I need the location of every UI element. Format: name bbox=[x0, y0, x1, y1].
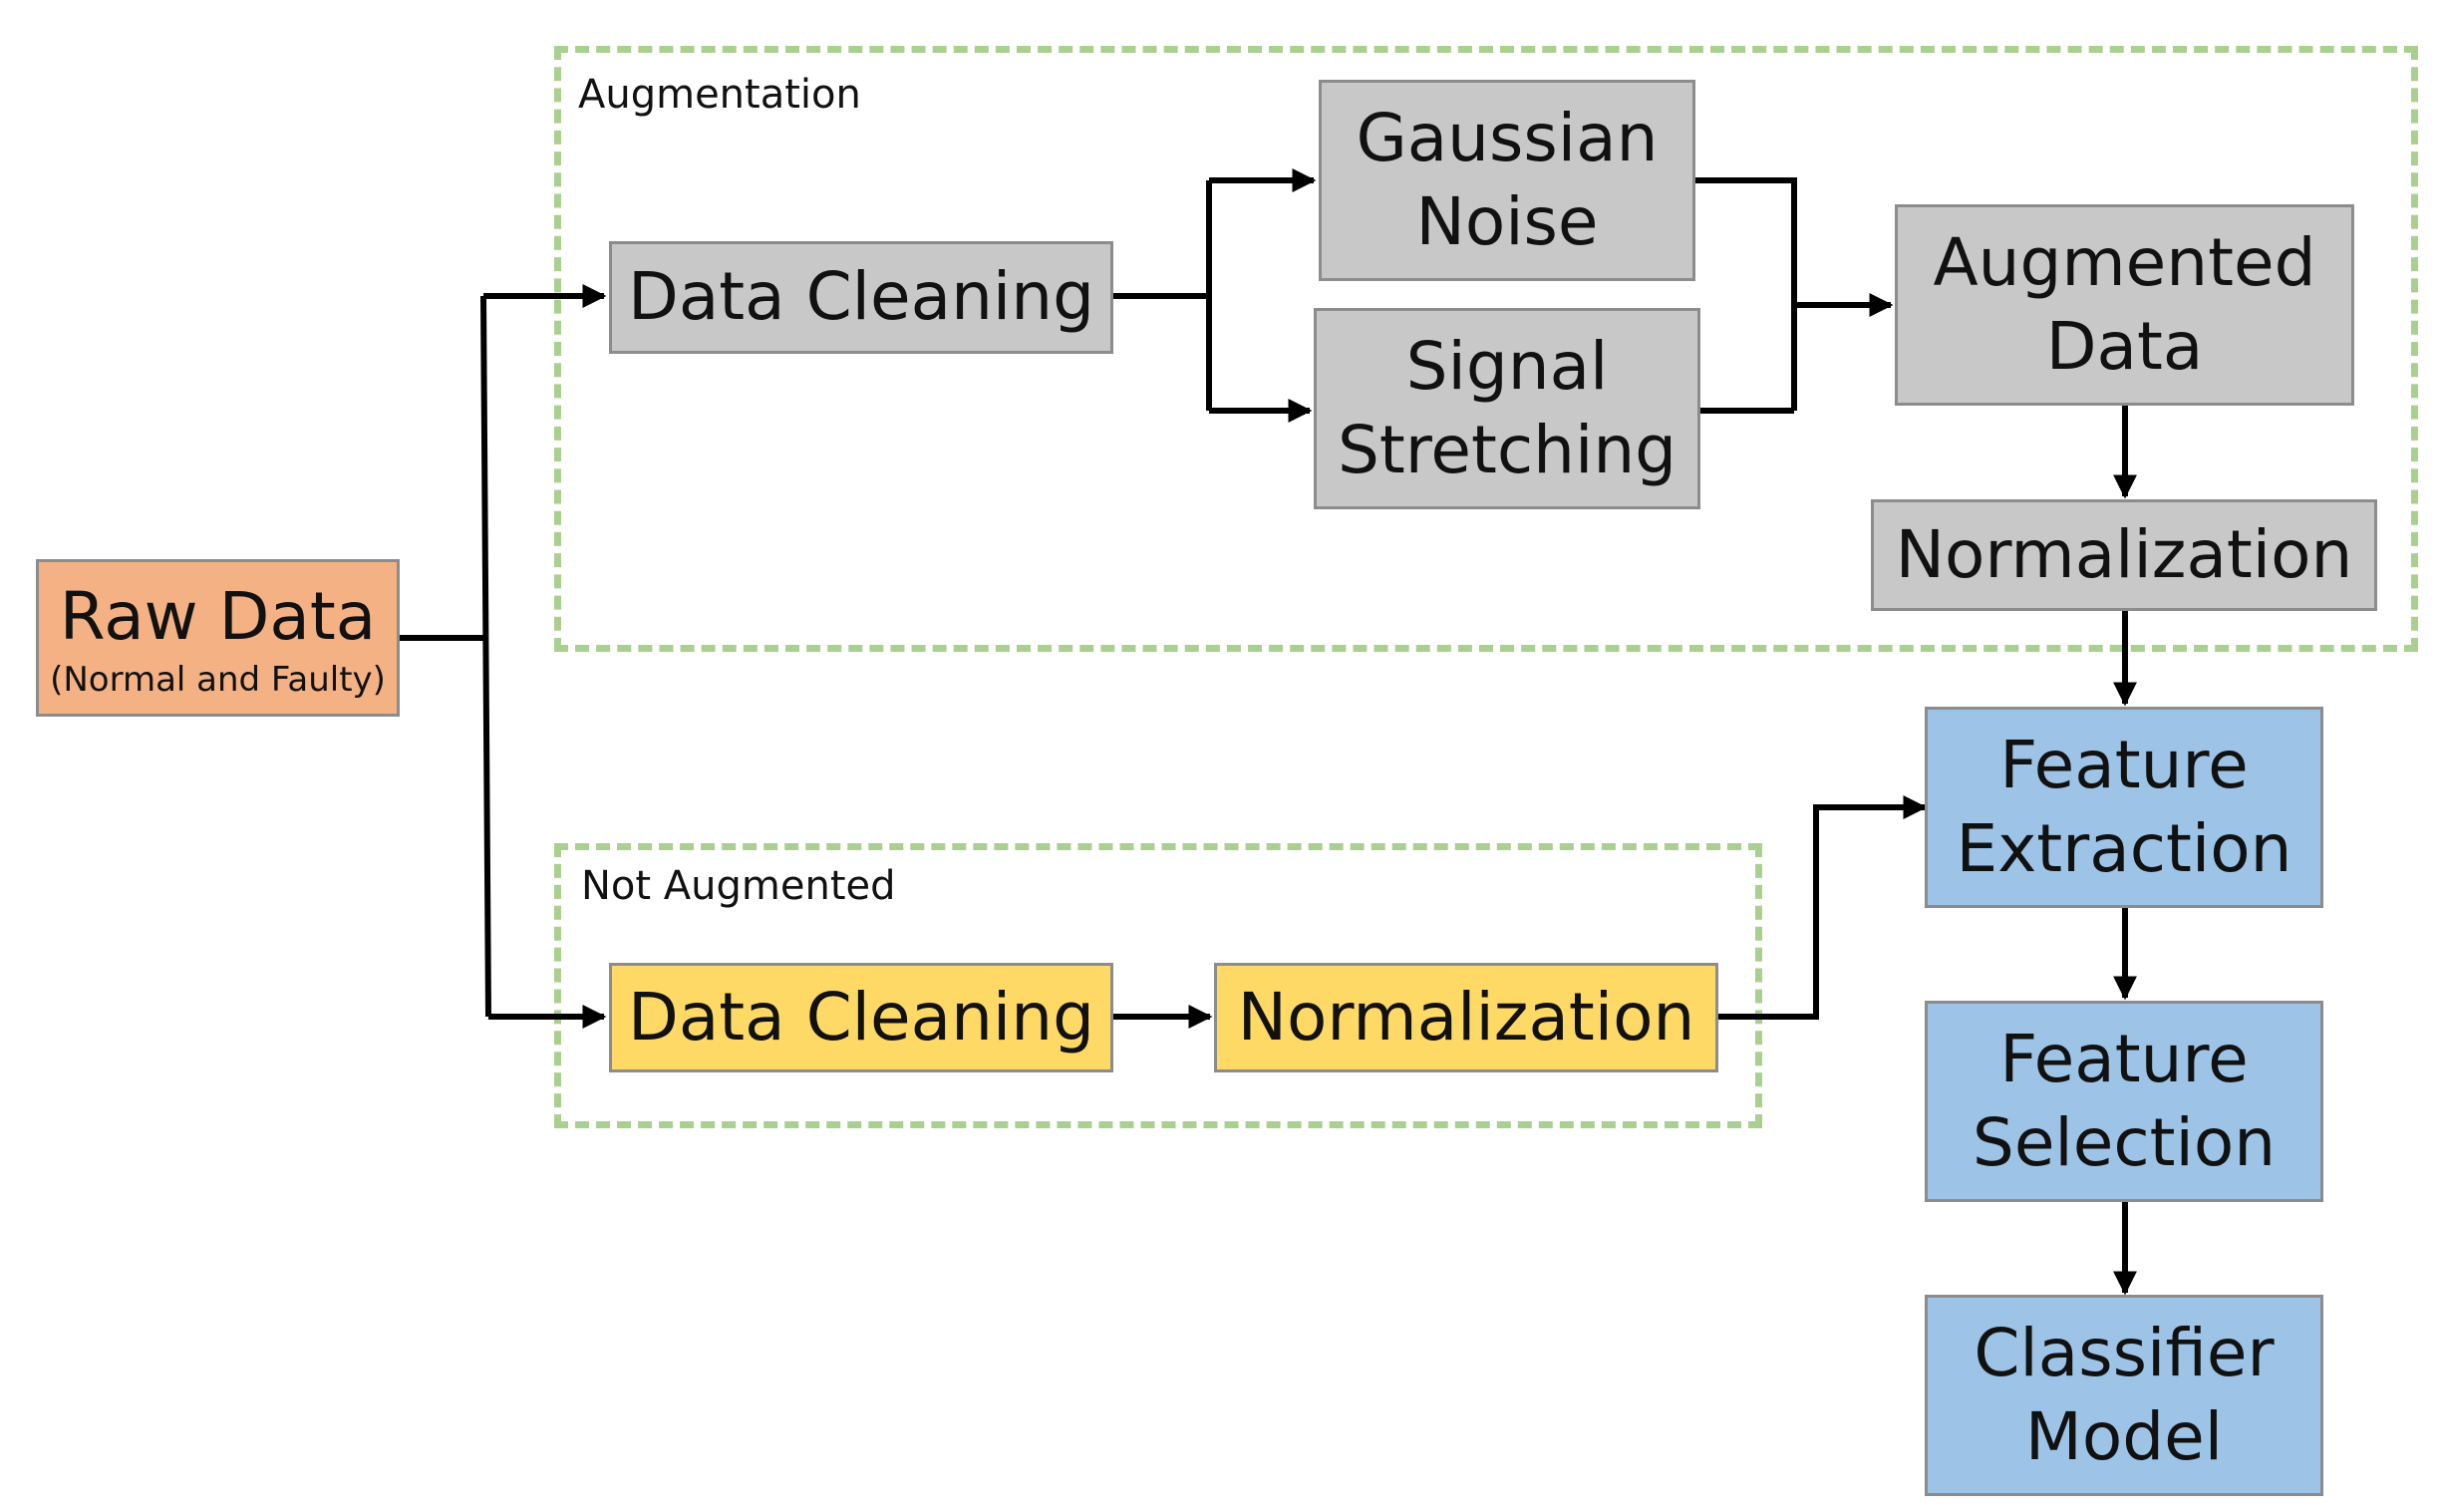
augmentation-group bbox=[554, 46, 2418, 652]
feature-selection-node: Feature Selection bbox=[1925, 1001, 2323, 1202]
augmentation-group-label: Augmentation bbox=[578, 72, 861, 118]
signal-stretching-label-line-2: Stretching bbox=[1337, 412, 1678, 488]
feature-selection-label-line-2: Selection bbox=[1972, 1104, 2277, 1181]
aug-normalization-node: Normalization bbox=[1871, 499, 2377, 611]
augmented-data-label-line-1: Augmented bbox=[1933, 223, 2316, 301]
raw-data-node: Raw Data (Normal and Faulty) bbox=[36, 559, 400, 717]
augmented-data-label-line-2: Data bbox=[2045, 308, 2204, 385]
na-normalization-label: Normalization bbox=[1237, 978, 1695, 1056]
classifier-model-node: Classifier Model bbox=[1925, 1295, 2323, 1496]
feature-extraction-node: Feature Extraction bbox=[1925, 707, 2323, 908]
aug-data-cleaning-label: Data Cleaning bbox=[628, 258, 1094, 336]
gaussian-noise-node: Gaussian Noise bbox=[1319, 80, 1695, 281]
signal-stretching-node: Signal Stretching bbox=[1314, 308, 1700, 509]
feature-extraction-label-line-1: Feature bbox=[1999, 726, 2249, 803]
signal-stretching-label-line-1: Signal bbox=[1405, 327, 1609, 405]
classifier-model-label-line-2: Model bbox=[2024, 1398, 2224, 1475]
augmented-data-node: Augmented Data bbox=[1895, 204, 2354, 406]
feature-selection-label-line-1: Feature bbox=[1999, 1020, 2249, 1097]
edge-split-vertical bbox=[480, 295, 491, 1018]
not-augmented-group bbox=[554, 843, 1762, 1128]
aug-data-cleaning-node: Data Cleaning bbox=[609, 241, 1113, 354]
gaussian-noise-label-line-1: Gaussian bbox=[1356, 99, 1659, 176]
edge-na-normalization-to-extraction bbox=[1717, 795, 1928, 1020]
gaussian-noise-label-line-2: Noise bbox=[1415, 183, 1599, 260]
classifier-model-label-line-1: Classifier bbox=[1974, 1314, 2275, 1391]
edge-gaussian-to-merge bbox=[1694, 177, 1797, 411]
na-data-cleaning-node: Data Cleaning bbox=[609, 963, 1113, 1072]
aug-normalization-label: Normalization bbox=[1895, 515, 2353, 593]
na-normalization-node: Normalization bbox=[1214, 963, 1718, 1072]
raw-data-subtitle: (Normal and Faulty) bbox=[50, 659, 386, 700]
not-augmented-group-label: Not Augmented bbox=[581, 863, 896, 909]
feature-extraction-label-line-2: Extraction bbox=[1956, 810, 2292, 887]
raw-data-title: Raw Data bbox=[59, 578, 377, 656]
na-data-cleaning-label: Data Cleaning bbox=[628, 978, 1094, 1056]
